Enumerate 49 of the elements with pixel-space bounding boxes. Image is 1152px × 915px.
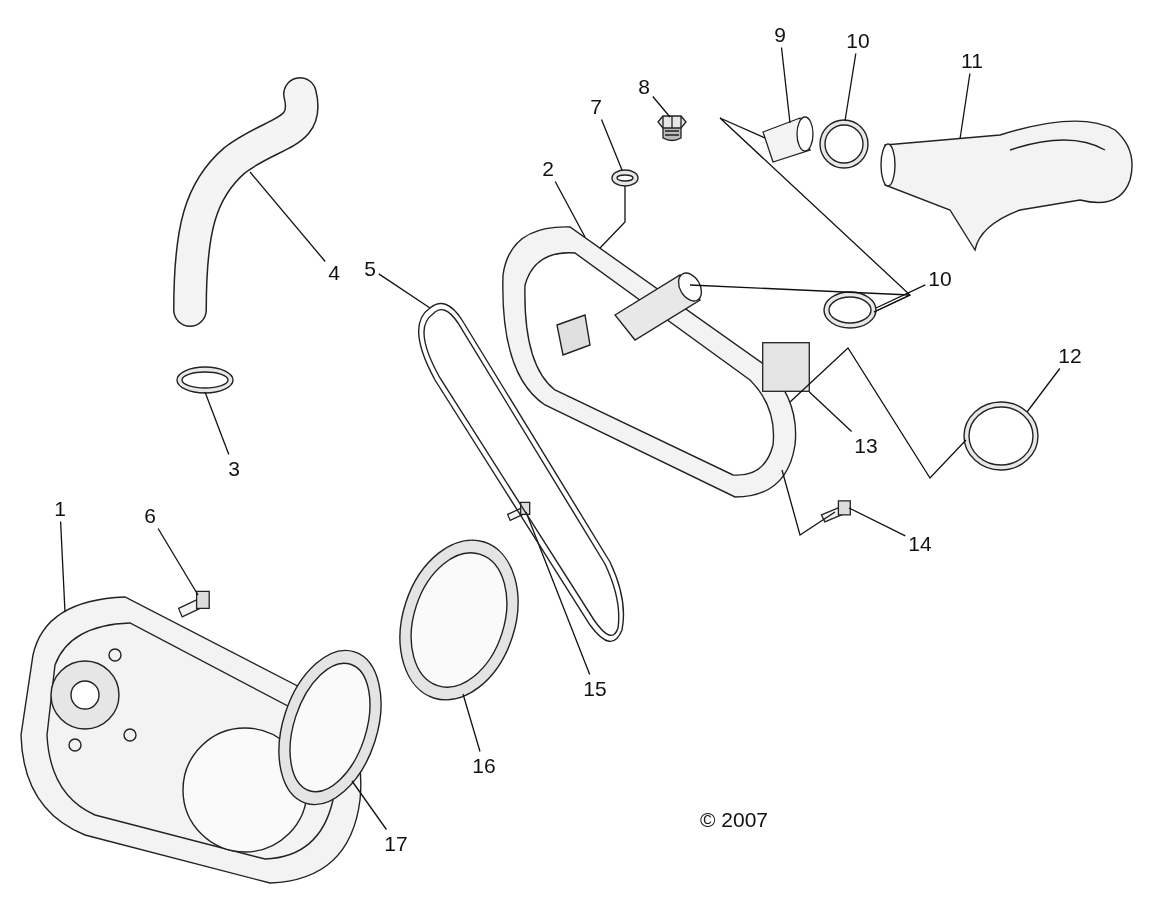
leader-line	[848, 507, 906, 537]
leader-line	[808, 391, 853, 433]
part-drawing	[818, 498, 852, 526]
leader-line	[351, 780, 388, 831]
callout-number: 15	[582, 676, 608, 700]
callout-number: 17	[383, 831, 409, 855]
part-drawing	[962, 400, 1040, 472]
callout-number: 6	[143, 503, 157, 527]
leader-line	[554, 180, 586, 238]
leader-line	[462, 693, 481, 753]
leader-line	[599, 185, 626, 249]
part-drawing	[610, 168, 640, 188]
leader-line	[157, 527, 199, 596]
part-drawing	[822, 290, 878, 330]
leader-line	[689, 284, 911, 313]
leader-line	[249, 171, 326, 263]
leader-line	[844, 52, 857, 122]
callout-number: 10	[927, 266, 953, 290]
square-patch	[762, 342, 810, 392]
callout-number: 9	[773, 22, 787, 46]
leader-line	[600, 118, 623, 171]
callout-number: 11	[960, 48, 984, 72]
part-drawing	[818, 118, 870, 170]
callout-number: 12	[1057, 343, 1083, 367]
part-drawing	[505, 500, 531, 524]
leader-line	[789, 347, 967, 480]
callout-number: 13	[853, 433, 879, 457]
leader-line	[875, 284, 926, 309]
callout-number: 8	[637, 74, 651, 98]
leader-line	[652, 95, 671, 118]
callout-number: 3	[227, 456, 241, 480]
callout-number: 14	[907, 531, 933, 555]
part-drawing	[175, 365, 235, 395]
callout-number: 5	[363, 256, 377, 280]
copyright-note: © 2007	[700, 808, 769, 832]
leader-line	[1026, 367, 1061, 413]
leader-line	[525, 511, 591, 676]
callout-number: 2	[541, 156, 555, 180]
part-drawing	[655, 112, 689, 144]
callout-number: 16	[471, 753, 497, 777]
callout-number: 10	[845, 28, 871, 52]
callout-number: 1	[53, 496, 67, 520]
leader-line	[781, 469, 836, 537]
leader-line	[959, 72, 971, 140]
leader-line	[204, 391, 230, 456]
callout-number: 7	[589, 94, 603, 118]
callout-number: 4	[327, 260, 341, 284]
leader-line	[59, 520, 66, 613]
leader-line	[378, 273, 431, 309]
